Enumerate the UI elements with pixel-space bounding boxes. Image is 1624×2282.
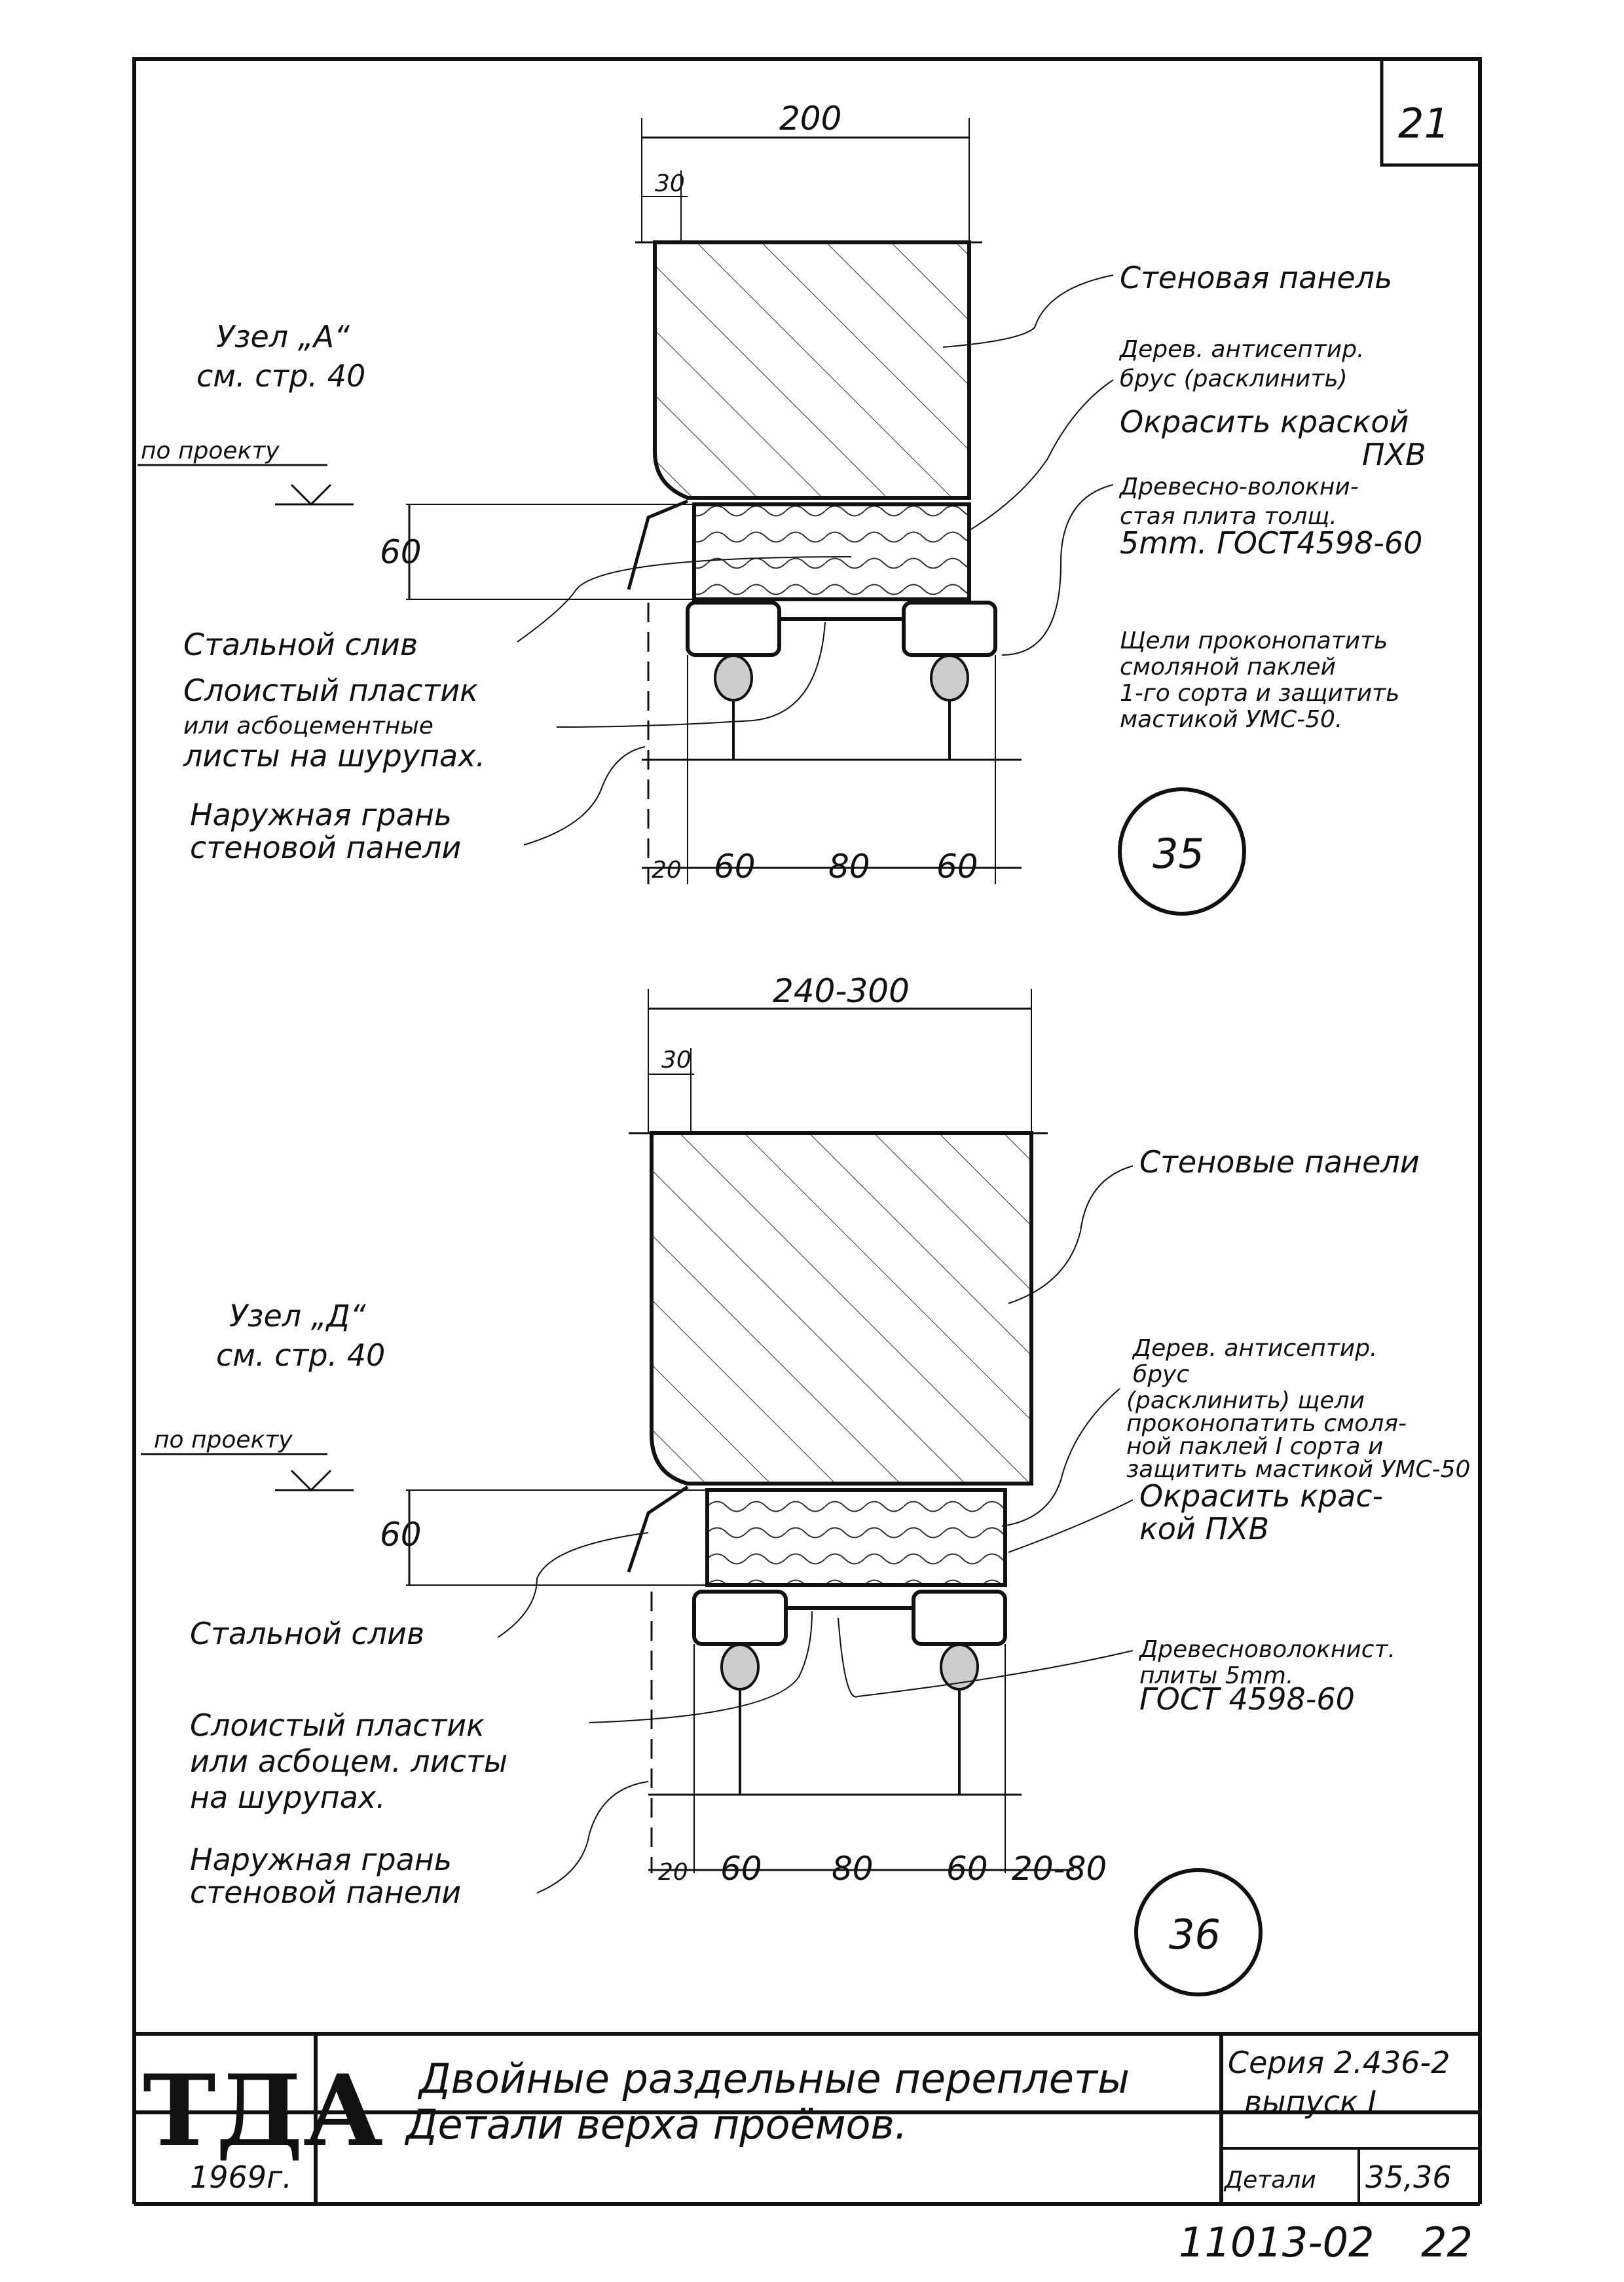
dim-36-b4: 60 — [946, 1850, 988, 1888]
sash-right-36 — [912, 1590, 1007, 1646]
node-ref-35-a: Узел „А“ — [216, 319, 350, 354]
wall-panel-35 — [653, 240, 971, 500]
label-36-wall-panels: Стеновые панели — [1139, 1144, 1420, 1180]
label-36-outer-1: Наружная грань — [190, 1842, 452, 1877]
detail-36-circle — [1134, 1868, 1263, 1996]
dim-36-height: 60 — [380, 1516, 422, 1554]
label-36-fibre-1: Древесноволокнист. — [1138, 1636, 1395, 1663]
dim-35-top: 200 — [779, 100, 841, 138]
sash-right-35 — [902, 601, 997, 657]
node-ref-35-b: см. стр. 40 — [196, 358, 365, 394]
issue: выпуск I — [1244, 2084, 1376, 2120]
label-36-outer-2: стеновой панели — [190, 1875, 461, 1910]
label-35-steel-drip: Стальной слив — [183, 627, 418, 662]
label-35-outer-1: Наружная грань — [190, 797, 452, 832]
tda-logo: ТДА — [143, 2053, 383, 2169]
detail-35-number: 35 — [1153, 830, 1204, 878]
label-35-outer-2: стеновой панели — [190, 830, 461, 865]
label-35-fibre-3: 5mm. ГОСТ4598-60 — [1120, 525, 1422, 561]
label-35-gaps-3: 1-го сорта и защитить — [1120, 680, 1399, 707]
label-36-wood-1: Дерев. антисептир. — [1132, 1335, 1377, 1362]
level-35: по проекту — [141, 438, 280, 464]
wood-bar-35 — [692, 502, 971, 601]
label-36-laminate-2: или асбоцем. листы — [190, 1744, 507, 1779]
dim-35-height: 60 — [380, 533, 422, 571]
detail-nums: 35,36 — [1365, 2160, 1452, 2195]
dim-36-b5: 20-80 — [1012, 1850, 1107, 1888]
steel-drip-36 — [627, 1485, 689, 1573]
label-36-paint-2: кой ПХВ — [1139, 1511, 1269, 1546]
page-number: 21 — [1398, 100, 1450, 147]
label-35-wall-panel: Стеновая панель — [1120, 260, 1392, 295]
dim-35-b1: 20 — [652, 857, 682, 884]
label-35-paint-2: ПХВ — [1362, 437, 1426, 472]
label-35-wood-1: Дерев. антисептир. — [1118, 336, 1364, 363]
label-36-wood-5: ной паклей I сорта и — [1126, 1433, 1383, 1460]
label-36-steel-drip: Стальной слив — [190, 1616, 424, 1651]
label-35-laminate-3: листы на шурупах. — [183, 738, 485, 774]
wood-bar-36 — [705, 1488, 1007, 1587]
detail-label: Детали — [1223, 2167, 1316, 2194]
title-line-2: Детали верха проёмов. — [404, 2101, 908, 2148]
detail-35: 200 30 60 20 60 80 60 — [138, 100, 1426, 916]
dim-36-b3: 80 — [832, 1850, 874, 1888]
label-36-wood-2: брус — [1133, 1361, 1189, 1388]
title-line-1: Двойные раздельные переплеты — [417, 2055, 1130, 2103]
label-35-gaps-1: Щели проконопатить — [1120, 627, 1388, 654]
label-36-paint-1: Окрасить крас- — [1139, 1478, 1383, 1514]
node-ref-36-a: Узел „Д“ — [229, 1298, 366, 1334]
year: 1969г. — [190, 2160, 292, 2195]
label-36-wood-6: защитить мастикой УМС-50 — [1126, 1456, 1470, 1483]
dim-35-b4: 60 — [936, 848, 978, 886]
dim-36-offset: 30 — [661, 1047, 692, 1074]
label-35-gaps-4: мастикой УМС-50. — [1120, 706, 1342, 733]
dim-35-b2: 60 — [714, 848, 756, 886]
dim-35-b3: 80 — [828, 848, 870, 886]
steel-drip-35 — [627, 499, 688, 590]
label-36-laminate-3: на шурупах. — [190, 1780, 386, 1815]
dim-36-b2: 60 — [720, 1850, 762, 1888]
detail-36: 240-300 30 60 20 60 80 60 20-80 по проек… — [141, 972, 1470, 1996]
sash-left-35 — [686, 601, 781, 657]
label-35-paint-1: Окрасить краской — [1120, 404, 1409, 440]
label-35-fibre-1: Древесно-волокни- — [1118, 474, 1359, 500]
label-36-fibre-2: плиты 5mm. — [1139, 1662, 1293, 1689]
label-35-fibre-2: стая плита толщ. — [1120, 503, 1337, 530]
dim-35-offset: 30 — [655, 170, 685, 197]
wall-panel-36 — [650, 1131, 1033, 1486]
series: Серия 2.436-2 — [1228, 2045, 1450, 2080]
sheet-page: 22 — [1421, 2218, 1473, 2266]
dim-36-b1: 20 — [658, 1859, 688, 1886]
sash-left-36 — [692, 1590, 788, 1646]
title-block: ТДА 1969г. Двойные раздельные переплеты … — [132, 2032, 1482, 2206]
label-35-gaps-2: смоляной паклей — [1120, 654, 1336, 681]
label-36-wood-3: (расклинить) щели — [1126, 1387, 1365, 1414]
level-36: по проекту — [154, 1427, 293, 1453]
sheet-code: 11013-02 — [1179, 2218, 1375, 2266]
detail-35-circle — [1118, 787, 1246, 916]
label-36-laminate-1: Слоистый пластик — [190, 1708, 485, 1743]
label-35-laminate-1: Слоистый пластик — [183, 673, 478, 708]
page-number-box: 21 — [1380, 59, 1480, 167]
dim-36-top: 240-300 — [773, 972, 910, 1010]
label-36-wood-4: проконопатить смоля- — [1126, 1410, 1407, 1437]
label-35-laminate-2: или асбоцементные — [183, 713, 434, 739]
label-36-fibre-3: ГОСТ 4598-60 — [1139, 1681, 1355, 1717]
label-35-wood-2: брус (расклинить) — [1120, 365, 1348, 392]
node-ref-36-b: см. стр. 40 — [216, 1337, 385, 1373]
detail-36-number: 36 — [1169, 1911, 1221, 1958]
